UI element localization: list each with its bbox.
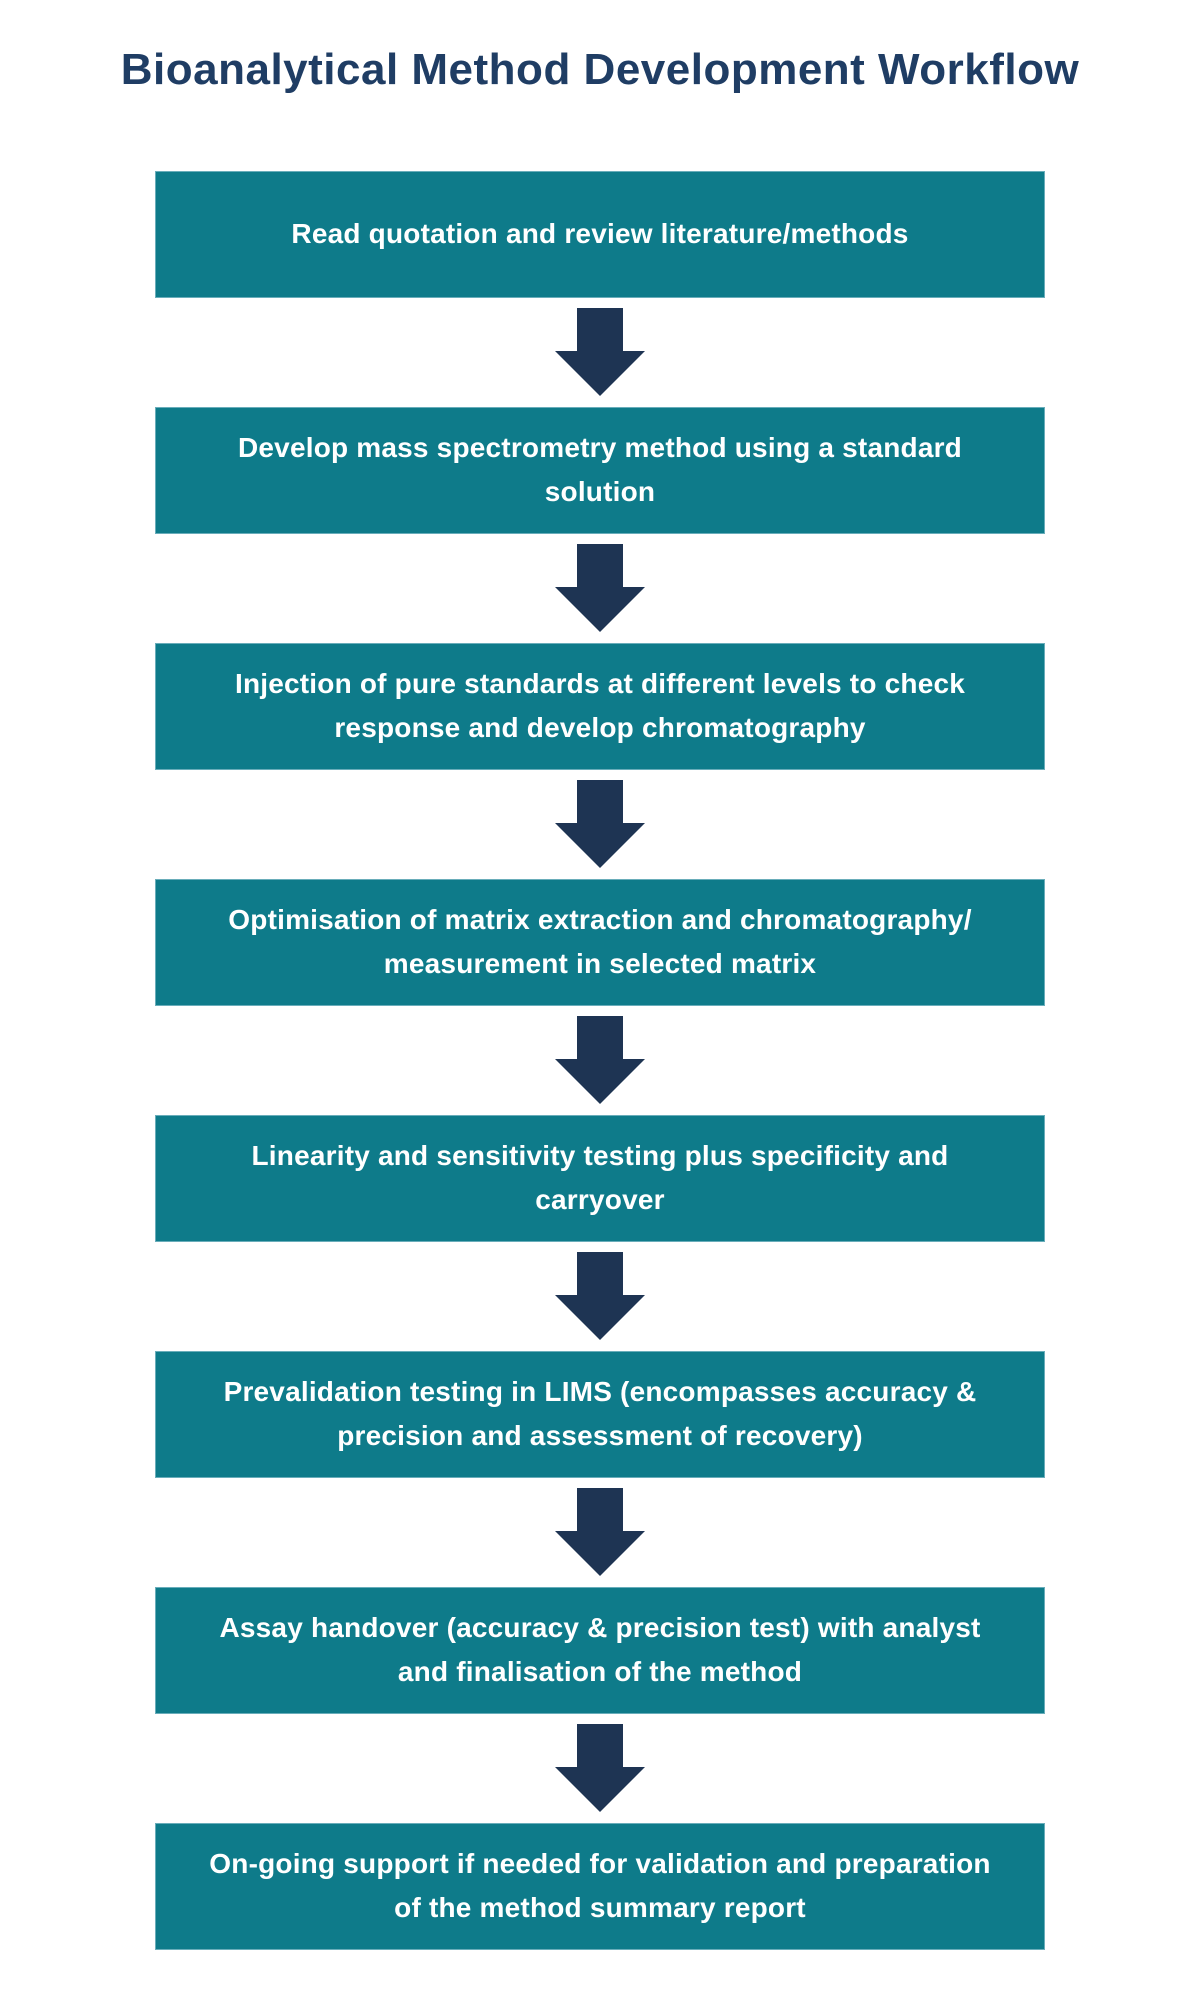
- down-arrow-icon: [155, 1006, 1045, 1115]
- workflow-step-box: Read quotation and review literature/met…: [155, 170, 1045, 298]
- down-arrow-icon: [155, 298, 1045, 407]
- down-arrow-icon: [155, 1714, 1045, 1823]
- workflow-step-label: Prevalidation testing in LIMS (encompass…: [223, 1376, 977, 1452]
- workflow-step: Injection of pure standards at different…: [155, 642, 1045, 879]
- workflow-step: On-going support if needed for validatio…: [155, 1822, 1045, 1950]
- down-arrow-icon: [155, 1242, 1045, 1351]
- workflow-step: Optimisation of matrix extraction and ch…: [155, 878, 1045, 1115]
- workflow-step: Read quotation and review literature/met…: [155, 170, 1045, 407]
- flowchart: Read quotation and review literature/met…: [155, 170, 1045, 1950]
- down-arrow-icon: [155, 770, 1045, 879]
- workflow-step-label: Assay handover (accuracy & precision tes…: [219, 1612, 981, 1688]
- workflow-step-label: Optimisation of matrix extraction and ch…: [228, 904, 972, 980]
- workflow-step: Prevalidation testing in LIMS (encompass…: [155, 1350, 1045, 1587]
- workflow-step-label: On-going support if needed for validatio…: [209, 1848, 991, 1924]
- workflow-step: Assay handover (accuracy & precision tes…: [155, 1586, 1045, 1823]
- workflow-step-box: Linearity and sensitivity testing plus s…: [155, 1114, 1045, 1242]
- workflow-step-label: Develop mass spectrometry method using a…: [237, 432, 962, 508]
- workflow-step-box: Injection of pure standards at different…: [155, 642, 1045, 770]
- workflow-step-box: Optimisation of matrix extraction and ch…: [155, 878, 1045, 1006]
- workflow-step-box: Prevalidation testing in LIMS (encompass…: [155, 1350, 1045, 1478]
- workflow-step-label: Linearity and sensitivity testing plus s…: [251, 1140, 949, 1216]
- workflow-step: Linearity and sensitivity testing plus s…: [155, 1114, 1045, 1351]
- down-arrow-icon: [155, 534, 1045, 643]
- workflow-step-label: Read quotation and review literature/met…: [291, 218, 909, 250]
- down-arrow-icon: [155, 1478, 1045, 1587]
- workflow-step-box: Assay handover (accuracy & precision tes…: [155, 1586, 1045, 1714]
- workflow-step-box: On-going support if needed for validatio…: [155, 1822, 1045, 1950]
- workflow-step-box: Develop mass spectrometry method using a…: [155, 406, 1045, 534]
- workflow-step: Develop mass spectrometry method using a…: [155, 406, 1045, 643]
- page-title: Bioanalytical Method Development Workflo…: [120, 45, 1080, 94]
- workflow-step-label: Injection of pure standards at different…: [234, 668, 966, 744]
